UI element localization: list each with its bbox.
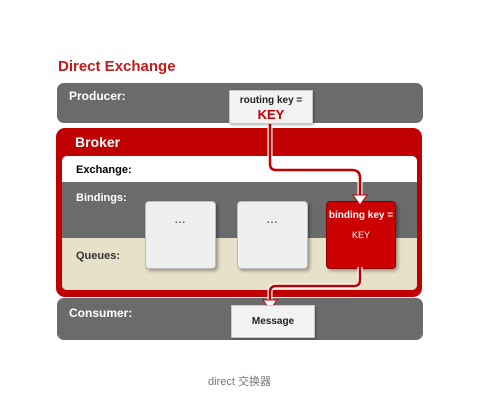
delivery-line xyxy=(268,267,362,303)
binding-key-value: KEY xyxy=(351,230,370,240)
queue-card-text: ... xyxy=(266,215,279,226)
binding-card: binding key = KEY xyxy=(326,201,396,269)
message-text: Message xyxy=(251,316,295,327)
consumer-label: Consumer: xyxy=(69,306,133,320)
queues-label: Queues: xyxy=(76,250,121,262)
routing-line-outline xyxy=(267,118,363,196)
routing-key-note: routing key = KEY xyxy=(229,90,313,124)
queue-card-text: ... xyxy=(174,215,187,226)
routing-key-text: routing key = xyxy=(239,95,303,106)
producer-label: Producer: xyxy=(69,89,126,103)
caption: direct 交换器 xyxy=(208,376,271,388)
message-note: Message xyxy=(231,305,315,338)
binding-key-label: binding key = xyxy=(328,210,394,221)
queue-card: ... xyxy=(145,201,216,269)
routing-line xyxy=(268,118,362,196)
diagram-title: Direct Exchange xyxy=(58,58,176,75)
broker-label: Broker xyxy=(75,134,121,150)
queue-card: ... xyxy=(237,201,308,269)
bindings-label: Bindings: xyxy=(76,192,127,204)
routing-key-value: KEY xyxy=(257,107,285,122)
exchange-label: Exchange: xyxy=(76,164,132,176)
arrow-down-icon xyxy=(352,194,368,206)
